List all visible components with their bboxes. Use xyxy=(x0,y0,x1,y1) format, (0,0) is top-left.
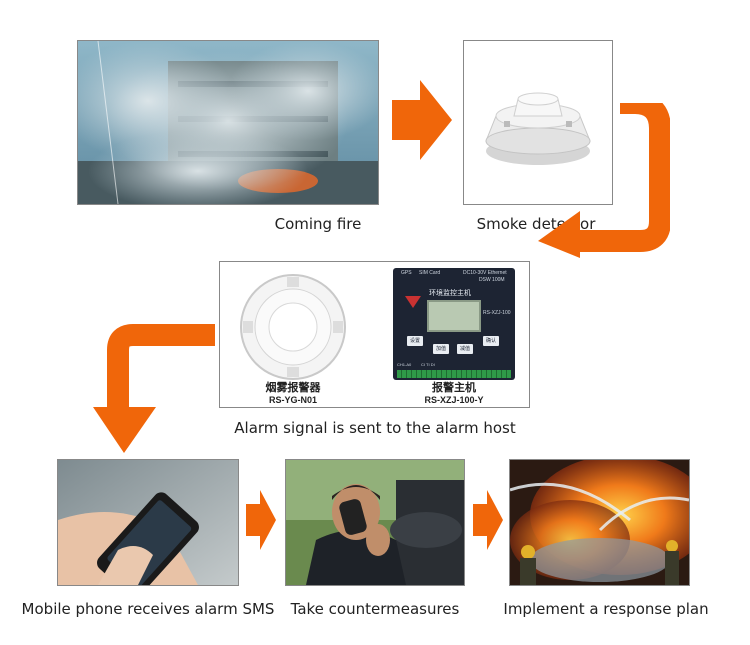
lcd-screen xyxy=(427,300,481,332)
alarm-host-device: SIM Card GPS DC10-30V Ethernet DSW 100M … xyxy=(393,268,515,380)
caption-countermeasures: Take countermeasures xyxy=(290,600,460,618)
caption-coming-fire: Coming fire xyxy=(274,215,362,233)
fire-photo xyxy=(77,40,379,205)
panel-button-plus[interactable]: 加值 xyxy=(433,344,449,354)
detector-device-label: 烟雾报警器 RS-YG-N01 xyxy=(265,382,321,405)
arrow-right-icon xyxy=(246,490,276,550)
terminal-strip xyxy=(397,370,511,378)
brand-logo-icon xyxy=(405,296,421,308)
arrow-right-icon xyxy=(473,490,503,550)
smoke-detector-photo xyxy=(463,40,613,205)
alarm-host-label: 报警主机 RS-XZJ-100-Y xyxy=(424,382,484,405)
caption-phone-sms: Mobile phone receives alarm SMS xyxy=(21,600,275,618)
detector-device-icon xyxy=(240,274,346,380)
mobile-phone-photo xyxy=(57,459,239,586)
alarm-host-photo: 烟雾报警器 RS-YG-N01 SIM Card GPS DC10-30V Et… xyxy=(219,261,530,408)
curved-arrow-left-down-icon xyxy=(93,317,215,453)
countermeasures-photo xyxy=(285,459,465,586)
arrow-right-icon xyxy=(392,80,452,160)
panel-button-minus[interactable]: 减值 xyxy=(457,344,473,354)
caption-alarm-host: Alarm signal is sent to the alarm host xyxy=(234,419,516,437)
caption-response-plan: Implement a response plan xyxy=(503,600,709,618)
panel-button-confirm[interactable]: 确认 xyxy=(483,336,499,346)
response-plan-photo xyxy=(509,459,690,586)
curved-arrow-down-left-icon xyxy=(538,103,670,258)
panel-button-set[interactable]: 设置 xyxy=(407,336,423,346)
